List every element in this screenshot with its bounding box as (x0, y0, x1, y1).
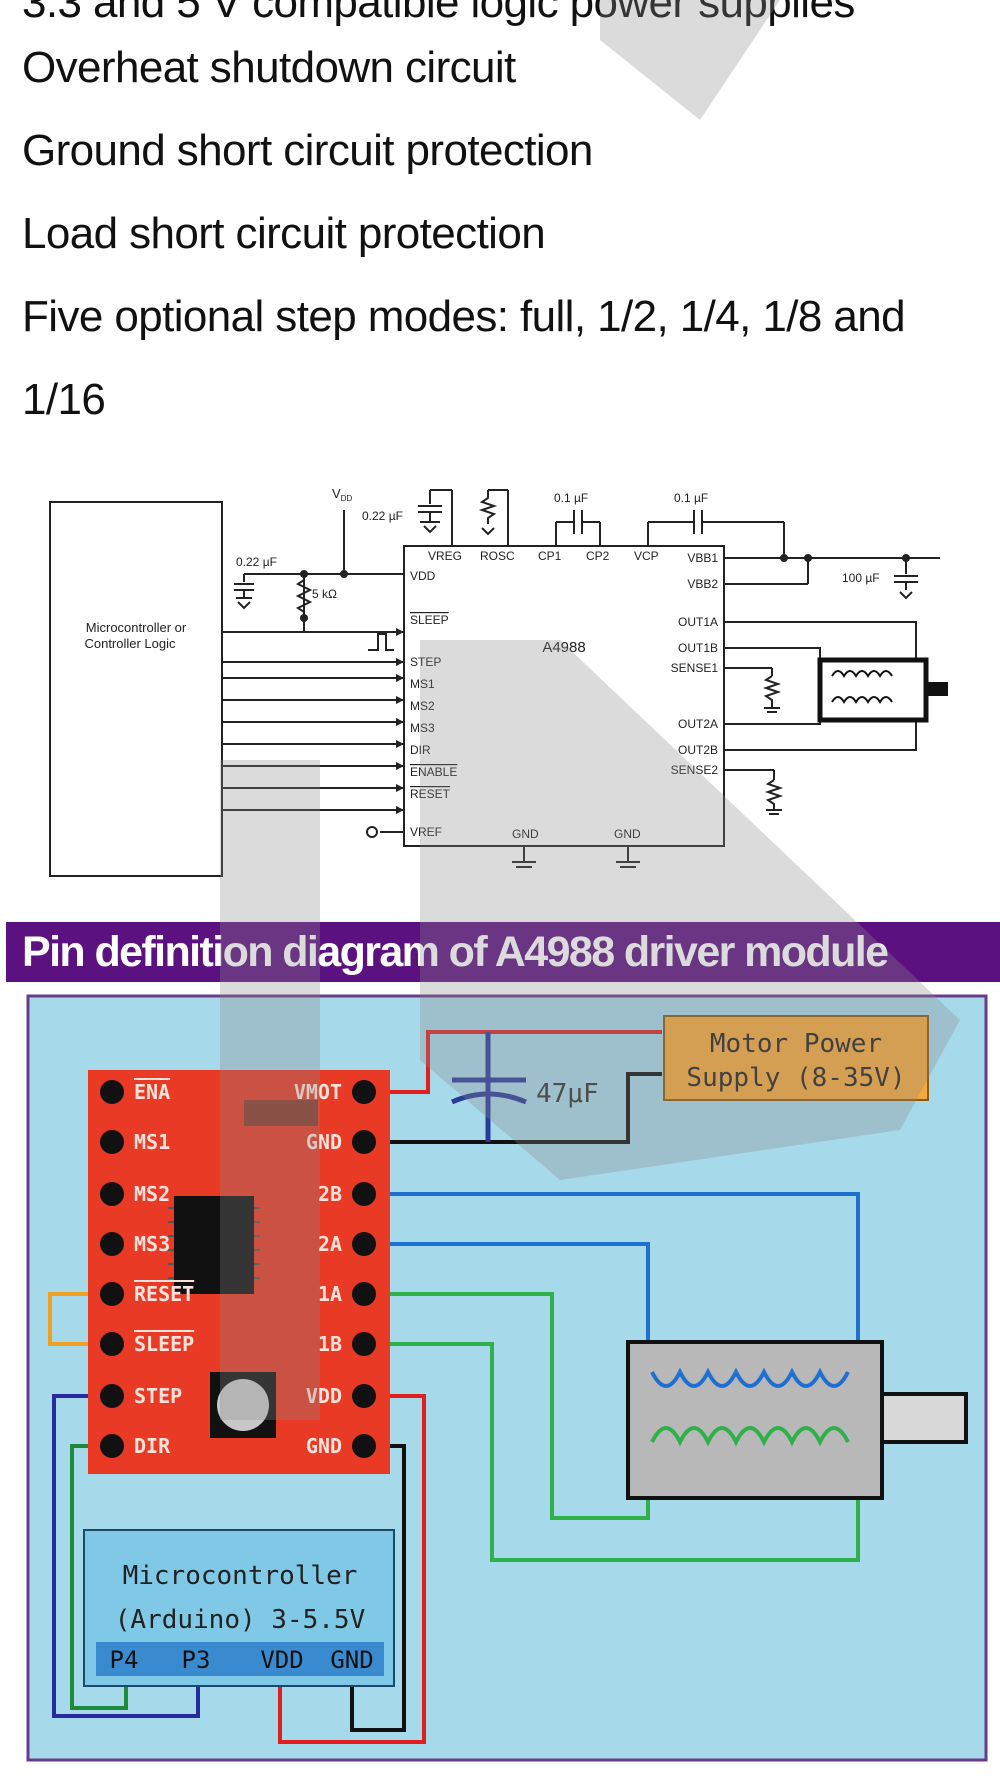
chip-pin: OUT2B (678, 743, 718, 757)
module-pin-label: ENA (134, 1080, 170, 1104)
section-banner: Pin definition diagram of A4988 driver m… (6, 922, 1000, 982)
microcontroller-label: Microcontroller (123, 1561, 358, 1591)
chip-pin: DIR (410, 743, 431, 757)
controller-label: Microcontroller or (86, 620, 187, 635)
module-pin-label: GND (306, 1130, 342, 1154)
cap-label: 0.1 µF (674, 491, 708, 505)
module-pin-label: 1B (318, 1332, 342, 1356)
chip-pin: VREG (428, 549, 462, 563)
driver-chip (174, 1196, 254, 1294)
motor-symbol-icon (817, 657, 948, 723)
module-pin-label: SLEEP (134, 1332, 194, 1356)
controller-label: Controller Logic (84, 636, 176, 651)
chip-pin: SENSE1 (671, 661, 719, 675)
cap-label: 0.22 µF (236, 555, 277, 569)
cap-label: 100 µF (842, 571, 880, 585)
feature-item: Ground short circuit protection (22, 126, 593, 175)
chip-pin: GND (512, 827, 539, 841)
chip-pin: OUT1A (678, 615, 718, 629)
controller-box (49, 501, 223, 877)
module-pin-label: VDD (306, 1384, 342, 1408)
chip-pin: MS1 (410, 677, 435, 691)
chip-pin: VBB2 (687, 577, 718, 591)
chip-box (403, 545, 725, 847)
module-pin-label: VMOT (294, 1080, 342, 1104)
module-pin-label: 1A (318, 1282, 342, 1306)
chip-pin: MS2 (410, 699, 435, 713)
capacitor-label: 47μF (536, 1079, 599, 1109)
chip-pin: VREF (410, 825, 442, 839)
chip-pin: SLEEP (410, 613, 449, 627)
module-pin-label: MS2 (134, 1182, 170, 1206)
mcu-pin-label: VDD (260, 1646, 303, 1674)
capacitor-icon (450, 1032, 527, 1142)
feature-item: Load short circuit protection (22, 209, 546, 258)
mcu-pin-label: GND (330, 1646, 373, 1674)
chip-pin: RESET (410, 787, 451, 801)
chip-pin: GND (614, 827, 641, 841)
module-pin-label: DIR (134, 1434, 171, 1458)
stepper-motor-icon (626, 1340, 968, 1500)
chip-pin: VCP (634, 549, 659, 563)
chip-pin: SENSE2 (671, 763, 719, 777)
a4988-schematic: Microcontroller or Controller Logic A498… (49, 486, 948, 877)
module-pin-label: 2A (318, 1232, 342, 1256)
feature-item: Five optional step modes: full, 1/2, 1/4… (22, 292, 906, 341)
chip-pin: ROSC (480, 549, 515, 563)
chip-pin: ENABLE (410, 765, 457, 779)
chip-pin: STEP (410, 655, 441, 669)
chip-pin: VBB1 (687, 551, 718, 565)
cap-label: 0.1 µF (554, 491, 588, 505)
feature-item: 1/16 (22, 375, 106, 424)
chip-pin: OUT1B (678, 641, 718, 655)
module-pinout-diagram: 47μF Motor Power Supply (8-35V) ENA MS1 … (26, 994, 988, 1762)
chip-pin: CP1 (538, 549, 562, 563)
microcontroller-label: (Arduino) 3-5.5V (115, 1605, 365, 1635)
chip-pin: CP2 (586, 549, 610, 563)
module-pin-label: STEP (134, 1384, 182, 1408)
power-supply-label: Supply (8-35V) (686, 1063, 905, 1093)
feature-item: 3.3 and 5 V compatible logic power suppl… (22, 0, 855, 27)
heatsink-resistor (244, 1100, 318, 1126)
cap-label: 0.22 µF (362, 509, 403, 523)
chip-pin: OUT2A (678, 717, 718, 731)
feature-list: 3.3 and 5 V compatible logic power suppl… (22, 0, 982, 441)
chip-pin: MS3 (410, 721, 435, 735)
module-pin-label: GND (306, 1434, 342, 1458)
vdd-label: VDD (332, 486, 352, 503)
power-supply-label: Motor Power (710, 1029, 882, 1059)
power-supply-box (663, 1015, 929, 1101)
mcu-pin-label: P4 (110, 1646, 139, 1674)
potentiometer-knob-icon (217, 1379, 269, 1431)
banner-title: Pin definition diagram of A4988 driver m… (22, 928, 889, 976)
module-pin-label: 2B (318, 1182, 342, 1206)
module-pin-label: RESET (134, 1282, 194, 1306)
mcu-pin-label: P3 (182, 1646, 211, 1674)
feature-item: Overheat shutdown circuit (22, 43, 516, 92)
chip-name: A4988 (542, 639, 585, 656)
resistor-label: 5 kΩ (312, 587, 337, 601)
chip-pin: VDD (410, 569, 436, 583)
module-pin-label: MS3 (134, 1232, 170, 1256)
module-pin-label: MS1 (134, 1130, 170, 1154)
